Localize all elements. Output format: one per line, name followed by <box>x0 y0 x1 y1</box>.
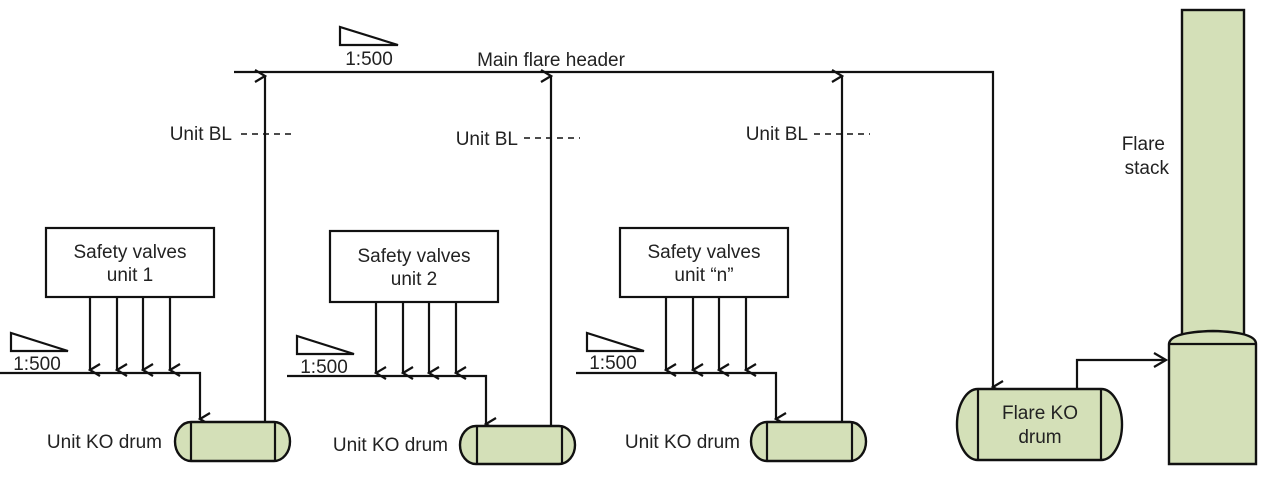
header-slope-triangle <box>338 25 399 47</box>
flare-ko-drum: Flare KO drum <box>955 360 1166 462</box>
unit-n-slope-label: 1:500 <box>589 353 637 374</box>
unit-n-slope-triangle <box>585 331 645 353</box>
unit-1-drum-label: Unit KO drum <box>47 432 162 453</box>
unit-n-box-line1: Safety valves <box>648 242 761 263</box>
unit-2-subheader <box>287 374 486 424</box>
unit-1-bl-label: Unit BL <box>170 124 232 145</box>
unit-2-bl-label: Unit BL <box>456 129 518 150</box>
header-pipe <box>234 70 993 387</box>
unit-2-box-line1: Safety valves <box>358 246 471 267</box>
unit-2-ko-drum <box>458 424 577 466</box>
flare-stack-column <box>1180 8 1246 342</box>
flare-stack-label-line2: stack <box>1125 158 1170 179</box>
unit-1-box-line1: Safety valves <box>74 242 187 263</box>
unit-1-ko-drum <box>173 420 292 463</box>
main-flare-header: 1:500 Main flare header <box>234 25 993 387</box>
unit-1: Unit BL Safety valves unit 1 1:500 Unit … <box>0 76 296 463</box>
unit-1-slope-triangle <box>9 331 69 353</box>
unit-1-slope-label: 1:500 <box>13 354 61 375</box>
header-slope-label: 1:500 <box>345 49 393 70</box>
unit-n-ko-drum <box>749 420 868 463</box>
unit-n: Unit BL Safety valves unit “n” 1:500 Uni… <box>576 76 870 463</box>
unit-n-safety-valves-box <box>618 226 790 299</box>
unit-n-bl-label: Unit BL <box>746 124 808 145</box>
unit-2-slope-label: 1:500 <box>300 357 348 378</box>
flare-stack-label-line1: Flare <box>1122 134 1165 155</box>
flare-ko-outlet-pipe <box>1075 360 1166 389</box>
flare-stack-base <box>1167 329 1258 466</box>
flare-ko-label-line1: Flare KO <box>1002 403 1078 424</box>
flare-ko-label-line2: drum <box>1018 427 1061 448</box>
unit-1-subheader <box>0 371 200 419</box>
unit-2-safety-valves-box <box>328 229 500 304</box>
flare-stack: Flare stack <box>1122 8 1258 466</box>
unit-n-drum-label: Unit KO drum <box>625 432 740 453</box>
unit-2-slope-triangle <box>295 334 355 356</box>
unit-n-subheader <box>576 371 776 419</box>
unit-1-safety-valves-box <box>44 226 216 299</box>
unit-1-box-line2: unit 1 <box>107 265 153 286</box>
unit-n-box-line2: unit “n” <box>674 265 733 286</box>
unit-2: Unit BL Safety valves unit 2 1:500 Unit … <box>287 76 580 466</box>
header-label: Main flare header <box>477 50 626 71</box>
unit-2-drum-label: Unit KO drum <box>333 435 448 456</box>
unit-2-box-line2: unit 2 <box>391 269 437 290</box>
